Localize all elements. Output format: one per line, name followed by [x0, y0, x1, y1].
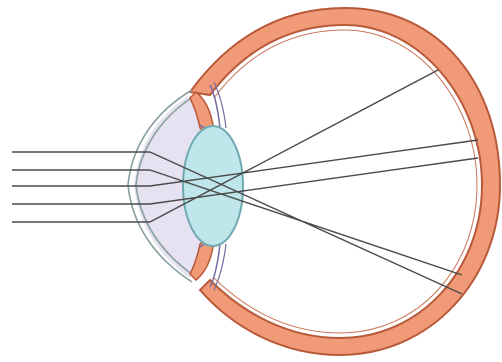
lens [183, 126, 243, 246]
